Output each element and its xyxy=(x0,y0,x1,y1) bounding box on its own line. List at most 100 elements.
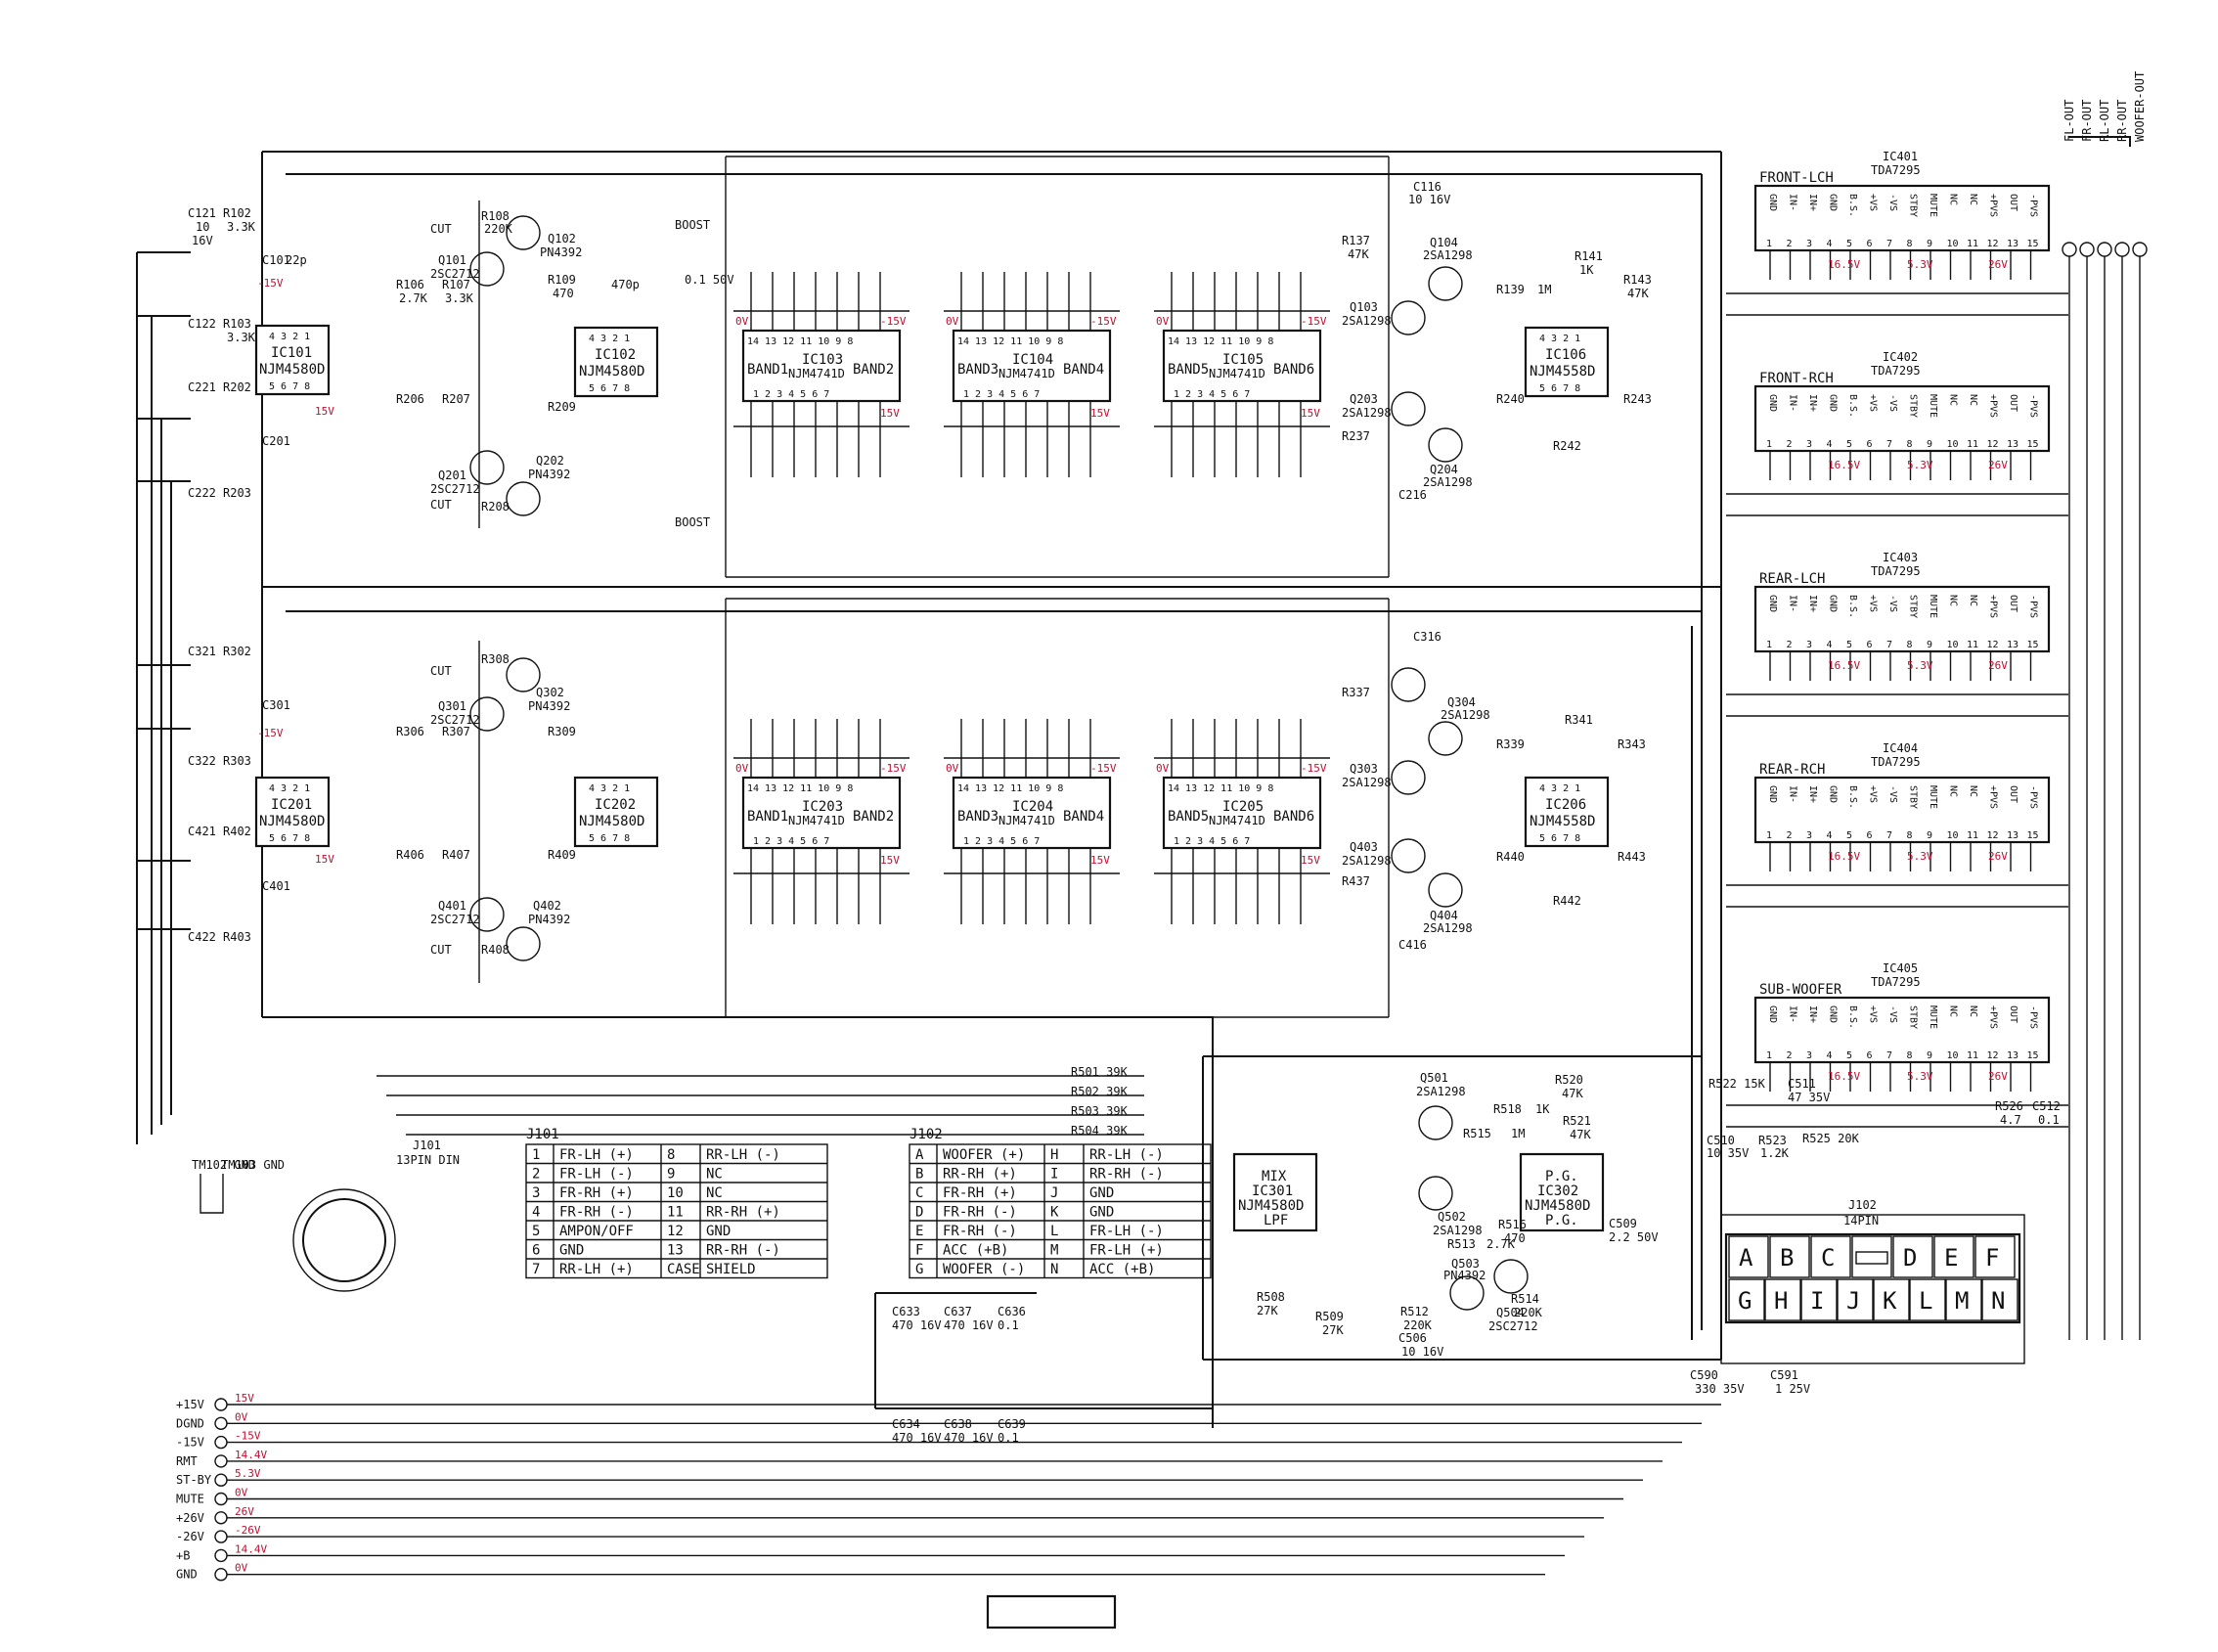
table-cell: G xyxy=(915,1262,923,1277)
table-cell: RR-LH (-) xyxy=(706,1147,780,1163)
amp-pin-label: +PVS xyxy=(1988,1005,1999,1029)
amp-pin-label: NC xyxy=(1968,595,1978,606)
svg-text:1K: 1K xyxy=(1579,263,1594,277)
svg-text:10 16V: 10 16V xyxy=(1401,1345,1443,1359)
amp-pin-label: B.S. xyxy=(1847,394,1858,418)
svg-text:2SA1298: 2SA1298 xyxy=(1423,921,1473,935)
svg-text:R237: R237 xyxy=(1342,429,1370,443)
svg-text:R343: R343 xyxy=(1618,737,1646,751)
band-right-label: BAND6 xyxy=(1273,809,1314,825)
table-title: J101 xyxy=(526,1127,559,1142)
svg-text:PN4392: PN4392 xyxy=(528,699,570,713)
svg-text:220K: 220K xyxy=(1514,1306,1543,1319)
svg-text:C591: C591 xyxy=(1770,1368,1798,1382)
ic-part: NJM4580D xyxy=(259,814,325,829)
svg-text:C222: C222 xyxy=(188,486,216,500)
svg-text:R408: R408 xyxy=(481,943,510,957)
svg-text:C421: C421 xyxy=(188,825,216,838)
amp-pin-label: IN+ xyxy=(1807,785,1818,803)
amp-pin-number: 5 xyxy=(1846,830,1852,841)
amp-pin-label: +VS xyxy=(1868,595,1879,612)
table-title: J102 xyxy=(909,1127,943,1142)
table-cell: RR-RH (-) xyxy=(1089,1167,1164,1183)
svg-text:C510: C510 xyxy=(1707,1134,1735,1147)
svg-text:5 6 7 8: 5 6 7 8 xyxy=(269,381,310,392)
amp-ref: IC403 xyxy=(1883,551,1918,564)
rail-15v: 15V xyxy=(1301,854,1320,867)
amp-rail-26: 26V xyxy=(1988,258,2008,271)
j102-title: J102 xyxy=(1848,1198,1877,1212)
svg-text:5 6 7 8: 5 6 7 8 xyxy=(1539,383,1580,394)
svg-text:R302: R302 xyxy=(223,645,251,658)
amp-pin-label: STBY xyxy=(1908,394,1919,418)
rail-voltage: -26V xyxy=(235,1524,261,1537)
svg-text:4 3 2 1: 4 3 2 1 xyxy=(589,334,630,344)
amp-pin-number: 8 xyxy=(1907,830,1913,841)
svg-text:R303: R303 xyxy=(223,754,251,768)
table-cell: 10 xyxy=(667,1185,684,1201)
svg-text:2SA1298: 2SA1298 xyxy=(1423,248,1473,262)
rail-name: +15V xyxy=(176,1398,204,1411)
amp-pin-number: 4 xyxy=(1827,239,1833,249)
band-left-label: BAND3 xyxy=(957,809,998,825)
svg-text:C401: C401 xyxy=(262,879,290,893)
svg-text:4 3 2 1: 4 3 2 1 xyxy=(269,332,310,342)
amp-part: TDA7295 xyxy=(1871,755,1921,769)
amp-pin-label: +PVS xyxy=(1988,394,1999,418)
svg-text:2.2 50V: 2.2 50V xyxy=(1609,1230,1659,1244)
svg-text:Q301: Q301 xyxy=(438,699,466,713)
table-cell: E xyxy=(915,1224,923,1239)
table-cell: GND xyxy=(1089,1205,1114,1221)
amp-rail-165: 16.5V xyxy=(1828,459,1860,471)
svg-text:MIX: MIX xyxy=(1262,1169,1287,1184)
amp-pin-label: +VS xyxy=(1868,1005,1879,1023)
svg-text:C506: C506 xyxy=(1398,1331,1427,1345)
amp-pin-number: 1 xyxy=(1766,640,1772,650)
amp-pin-number: 15 xyxy=(2027,439,2039,450)
amp-pin-number: 7 xyxy=(1886,439,1892,450)
table-cell: I xyxy=(1050,1167,1058,1183)
amp-pin-label: OUT xyxy=(2008,1005,2018,1023)
svg-text:Q503: Q503 xyxy=(1451,1257,1480,1271)
rail-terminal xyxy=(214,1511,228,1525)
band-ic-ref: IC205 xyxy=(1222,799,1264,815)
amp-pin-label: STBY xyxy=(1908,785,1919,809)
rail-voltage: -15V xyxy=(235,1430,261,1443)
amp-ref: IC405 xyxy=(1883,961,1918,975)
table-cell: N xyxy=(1050,1262,1058,1277)
svg-text:Q203: Q203 xyxy=(1350,392,1378,406)
table-cell: RR-RH (-) xyxy=(706,1243,780,1259)
amp-pin-number: 12 xyxy=(1987,830,1999,841)
ic-ref: IC101 xyxy=(271,345,312,361)
amp-pin-label: IN+ xyxy=(1807,394,1818,412)
table-cell: FR-RH (-) xyxy=(943,1224,1017,1239)
amp-rail-165: 16.5V xyxy=(1828,659,1860,672)
amp-pin-label: IN- xyxy=(1788,194,1798,211)
table-cell: RR-LH (-) xyxy=(1089,1147,1164,1163)
table-cell: WOOFER (+) xyxy=(943,1147,1025,1163)
amp-pin-number: 5 xyxy=(1846,640,1852,650)
svg-text:C416: C416 xyxy=(1398,938,1427,952)
rail-name: GND xyxy=(176,1568,198,1582)
amp-pin-label: IN- xyxy=(1788,785,1798,803)
rail-0v: 0V xyxy=(735,315,749,328)
table-cell: J xyxy=(1050,1185,1058,1201)
amp-ref: IC401 xyxy=(1883,150,1918,163)
svg-text:4 3 2 1: 4 3 2 1 xyxy=(1539,334,1580,344)
amp-pin-label: IN- xyxy=(1788,394,1798,412)
svg-text:R102: R102 xyxy=(223,206,251,220)
output-label: RL-OUT xyxy=(2098,100,2111,142)
svg-text:R522 15K: R522 15K xyxy=(1708,1077,1766,1091)
amp-pin-label: +VS xyxy=(1868,785,1879,803)
amp-pin-number: 11 xyxy=(1967,1050,1978,1061)
svg-text:Q504: Q504 xyxy=(1496,1306,1525,1319)
amp-pin-number: 2 xyxy=(1787,1050,1793,1061)
svg-text:R402: R402 xyxy=(223,825,251,838)
amp-pin-number: 11 xyxy=(1967,830,1978,841)
q302-symbol xyxy=(506,657,541,692)
j102-pin: K xyxy=(1883,1287,1897,1315)
amp-pin-number: 4 xyxy=(1827,1050,1833,1061)
amp-pin-number: 2 xyxy=(1787,239,1793,249)
amp-pin-label: +PVS xyxy=(1988,785,1999,809)
rail-terminal xyxy=(214,1567,228,1582)
